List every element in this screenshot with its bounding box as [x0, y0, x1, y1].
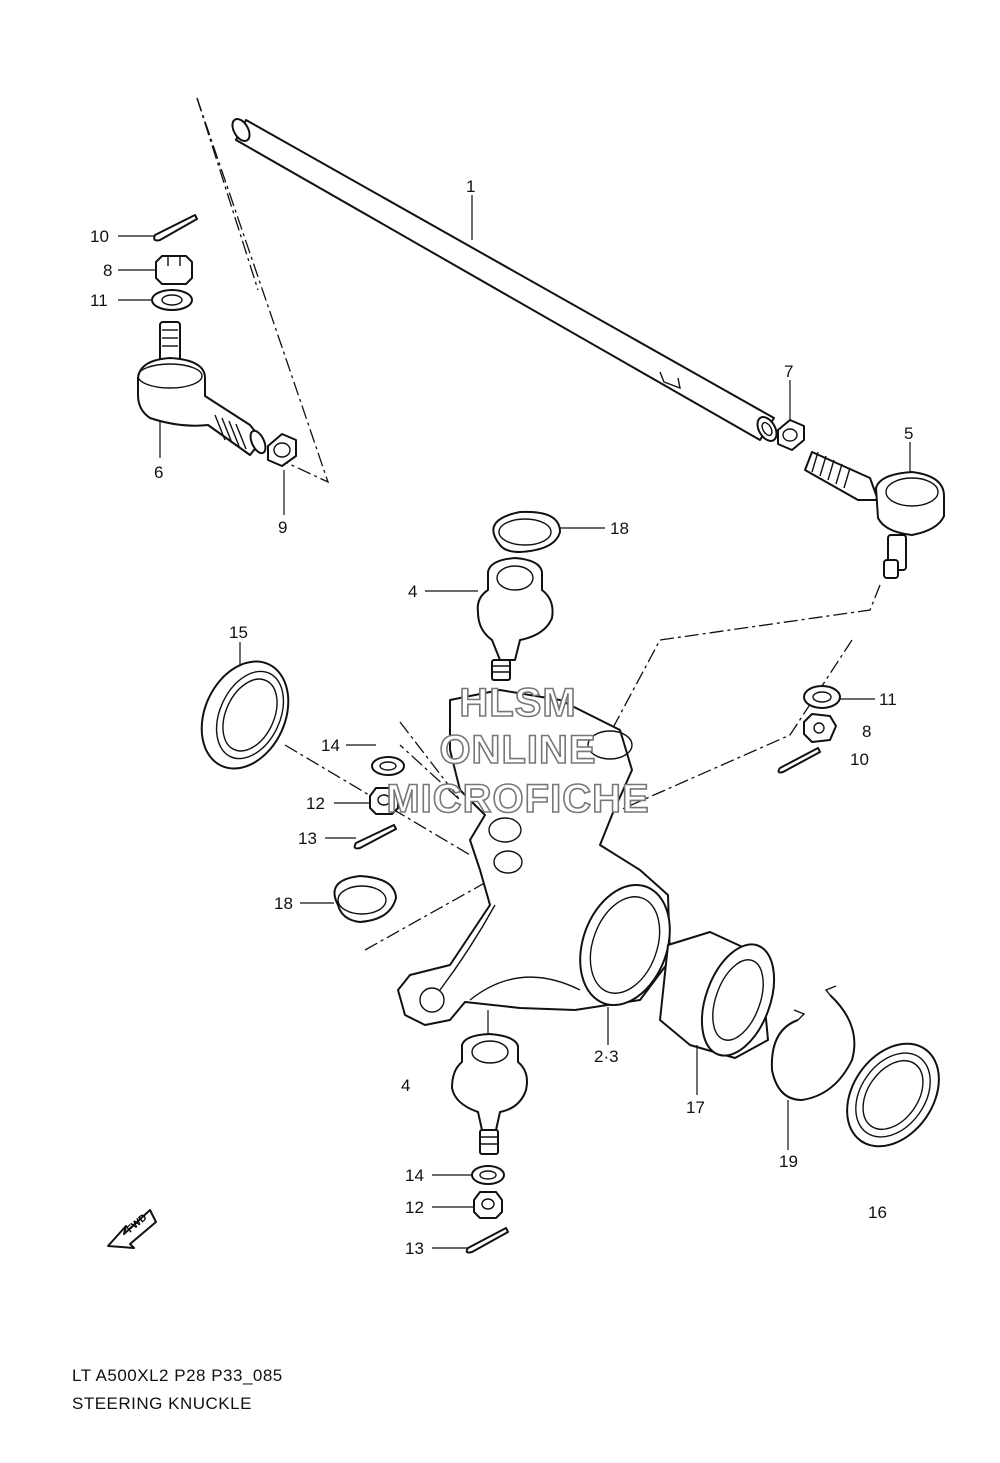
watermark-line-1: HLSM [459, 681, 576, 725]
oil-seal-16 [846, 1042, 940, 1148]
callout-12-lower: 12 [405, 1198, 424, 1217]
circlip-upper [492, 510, 561, 553]
callout-7: 7 [784, 362, 793, 381]
callout-6: 6 [154, 463, 163, 482]
washer-14-lower [471, 1165, 505, 1185]
callout-8-right: 8 [862, 722, 871, 741]
callout-12-upper: 12 [306, 794, 325, 813]
callout-labels: 1 10 8 11 7 5 6 9 18 4 15 11 8 14 10 12 … [90, 177, 913, 1258]
tie-rod-lock-nut-9 [267, 433, 297, 467]
ball-joint-lower [451, 1033, 528, 1155]
callout-4-lower: 4 [401, 1076, 410, 1095]
cotter-pin-right [777, 747, 821, 774]
callout-14-upper: 14 [321, 736, 340, 755]
steering-knuckle [397, 689, 671, 1026]
callout-13-lower: 13 [405, 1239, 424, 1258]
callout-14-lower: 14 [405, 1166, 424, 1185]
castle-nut-left [155, 255, 193, 285]
callout-18-lower: 18 [274, 894, 293, 913]
circlip-lower [333, 875, 397, 923]
castle-nut-12-upper [369, 787, 399, 815]
callout-19: 19 [779, 1152, 798, 1171]
washer-left [151, 289, 193, 311]
callout-2-3: 2·3 [594, 1047, 619, 1066]
watermark-line-3: MICROFICHE [386, 777, 649, 821]
callout-5: 5 [904, 424, 913, 443]
callout-11-right: 11 [879, 690, 897, 709]
snap-ring [770, 985, 856, 1101]
callout-11-left: 11 [90, 291, 108, 310]
callout-4-upper: 4 [408, 582, 417, 601]
fwd-arrow-icon: FWD [107, 1209, 157, 1249]
callout-18-upper: 18 [610, 519, 629, 538]
callout-10-left: 10 [90, 227, 109, 246]
callout-1: 1 [466, 177, 475, 196]
cotter-pin-left [153, 214, 198, 242]
cotter-pin-13-lower [465, 1227, 509, 1254]
tie-rod-lock-nut-7 [777, 419, 805, 451]
callout-10-right: 10 [850, 750, 869, 769]
watermark-line-2: ONLINE [439, 728, 596, 772]
leader-lines [118, 195, 911, 1249]
tie-rod-end-right [804, 451, 945, 579]
washer-right [803, 685, 841, 709]
tie-rod [231, 118, 778, 442]
callout-15: 15 [229, 623, 248, 642]
oil-seal-15 [200, 660, 290, 770]
watermark: HLSM ONLINE MICROFICHE [386, 680, 650, 822]
diagram-code: LT A500XL2 P28 P33_085 [72, 1366, 283, 1385]
callout-17: 17 [686, 1098, 705, 1117]
callout-16: 16 [868, 1203, 887, 1222]
callout-13-upper: 13 [298, 829, 317, 848]
callout-8-left: 8 [103, 261, 112, 280]
cotter-pin-13-upper [353, 824, 397, 850]
castle-nut-12-lower [473, 1191, 503, 1219]
washer-14-upper [371, 756, 405, 776]
castle-nut-right [803, 713, 837, 743]
wheel-bearing [659, 931, 776, 1059]
diagram-title: STEERING KNUCKLE [72, 1394, 252, 1413]
callout-9: 9 [278, 518, 287, 537]
ball-joint-upper [476, 557, 554, 681]
tie-rod-end-left [137, 321, 267, 456]
